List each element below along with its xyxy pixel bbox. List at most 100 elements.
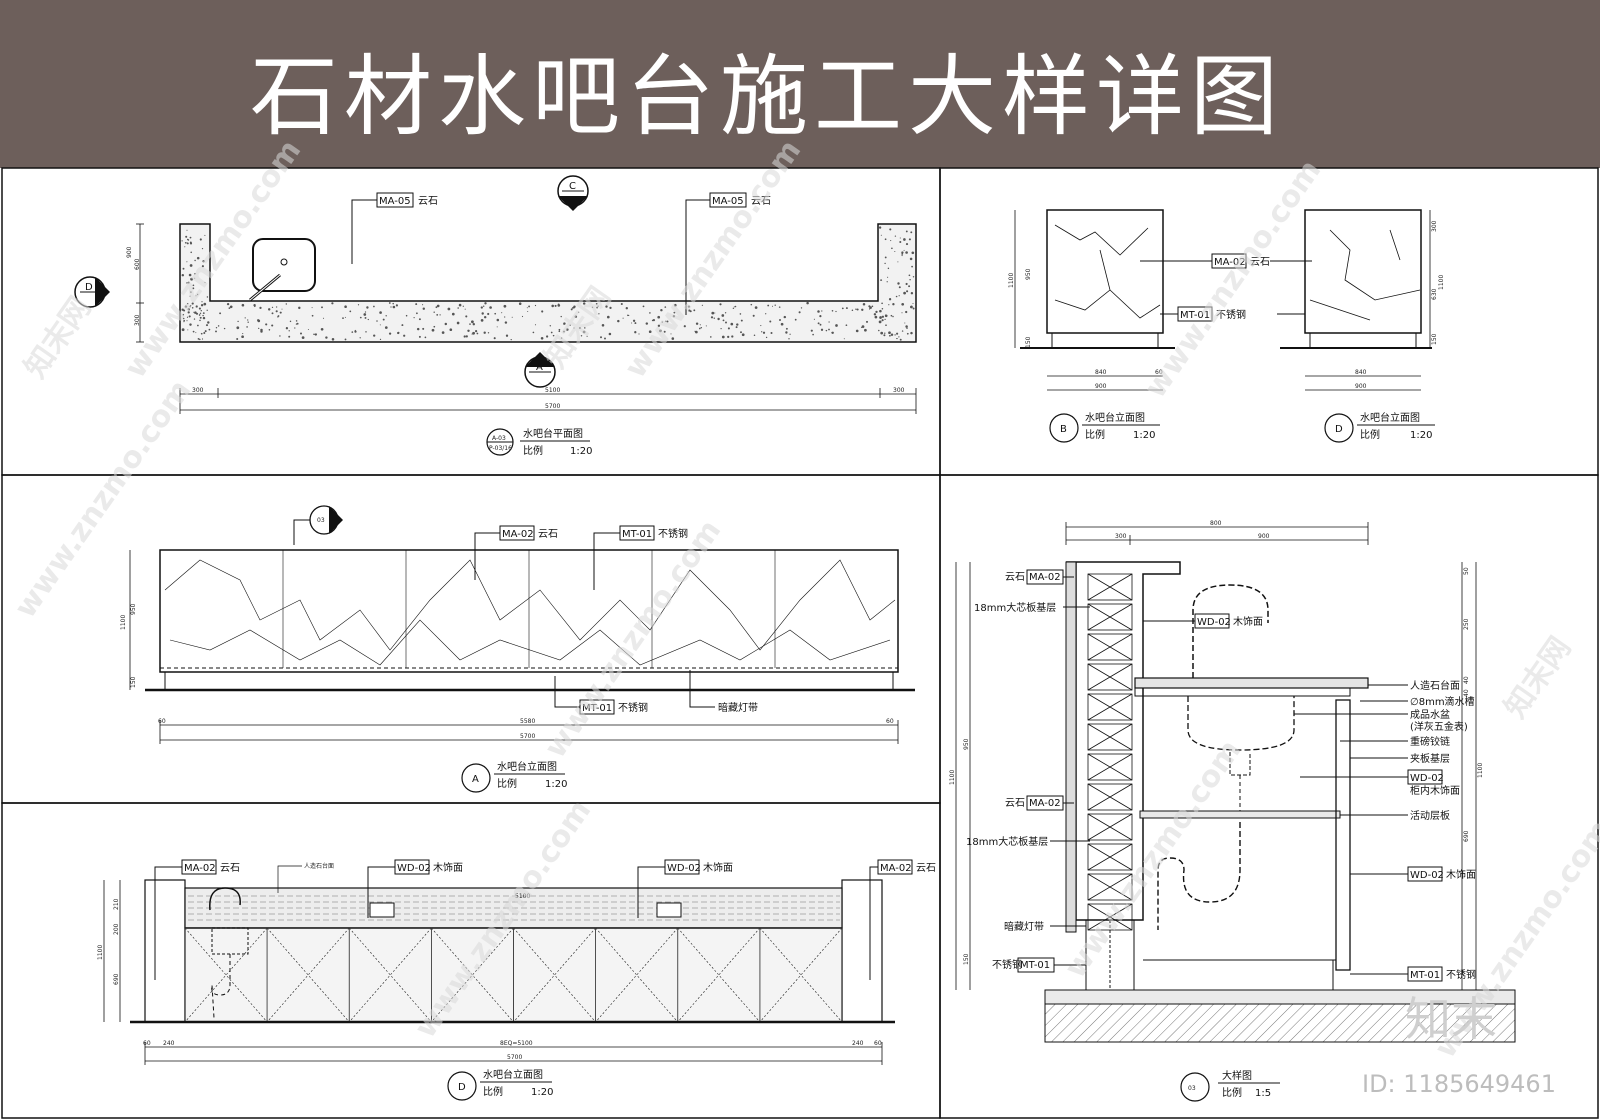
side-d-title: 水吧台立面图 [1360, 411, 1420, 424]
front-title-block: A 水吧台立面图 比例 1:20 [461, 760, 567, 793]
plan-dim-v1: 900 [126, 246, 133, 258]
side-b-dim-1: 840 [1095, 369, 1107, 376]
front-tag-2-code: MT-01 [622, 529, 652, 540]
front-tag-3-code: MT-01 [582, 703, 612, 714]
plan-tag-1-text: 云石 [418, 196, 438, 207]
panel-frames [1, 167, 1599, 1119]
side-tag-1-text: 云石 [1250, 257, 1270, 268]
detail-dim-r6: 690 [1463, 830, 1470, 842]
detail-right-9: 活动层板 [1410, 809, 1450, 822]
plan-marker-d-label: D [85, 282, 93, 293]
detail-right-labels: 人造石台面 ∅8mm滴水槽 成品水盆 (洋灰五金表) 重磅铰链 夹板基层 WD-… [1294, 679, 1476, 982]
detail-title: 大样图 [1222, 1069, 1252, 1082]
front-tag-1-text: 云石 [538, 529, 558, 540]
side-d-marker: D [1335, 424, 1343, 435]
detail-right-3: 成品水盆 [1410, 708, 1450, 721]
side-tag-1-code: MA-02 [1214, 257, 1246, 268]
back-dim-3: 8EQ=5100 [500, 1040, 533, 1047]
side-d-dim-v2: 1100 [1438, 275, 1445, 290]
plan-terrazzo-texture [181, 226, 915, 341]
plan-dimensions [136, 223, 917, 414]
back-marker: D [458, 1082, 466, 1093]
back-elevation: MA-02 云石 人造石台面 WD-02 木饰面 WD-02 木饰面 MA-02… [97, 859, 936, 1101]
detail-right-4: (洋灰五金表) [1410, 720, 1468, 733]
plan-tag-2-text: 云石 [751, 196, 771, 207]
detail-right-7: WD-02 [1410, 773, 1444, 784]
side-b-title-block: B 水吧台立面图 比例 1:20 [1049, 411, 1160, 443]
front-title: 水吧台立面图 [497, 760, 557, 773]
back-small-label: 人造石台面 [277, 862, 334, 893]
page-title: 石材水吧台施工大样详图 [250, 45, 1285, 148]
detail-right-1: 人造石台面 [1410, 679, 1460, 692]
plan-marker-c: C [557, 175, 589, 211]
back-small-label-text: 人造石台面 [304, 862, 334, 870]
plan-marker-a: A [524, 352, 556, 388]
watermark-id: ID: 1185649461 [1362, 1070, 1556, 1098]
side-d-scale: 1:20 [1410, 430, 1432, 441]
front-scale-label: 比例 [497, 777, 517, 790]
watermark-site-2: www.znzmo.com [618, 134, 808, 385]
front-tag-2: MT-01 不锈钢 [593, 525, 688, 590]
detail-dim-v3: 150 [963, 953, 970, 965]
detail-dim-r4: 40 [1463, 689, 1470, 697]
back-tag-1-code: MA-02 [184, 863, 216, 874]
detail-left-5: 暗藏灯带 [1004, 920, 1044, 933]
side-b-scale: 1:20 [1133, 430, 1155, 441]
back-dim-1: 60 [143, 1040, 151, 1047]
watermark-site-1: www.znzmo.com [118, 134, 308, 385]
side-d-scale-label: 比例 [1360, 428, 1380, 441]
detail-dim-r1: 50 [1463, 567, 1470, 575]
side-d-dim-total: 900 [1355, 383, 1367, 390]
watermark-cn-3: 知末网 [1498, 631, 1578, 725]
watermark-site-6: www.znzmo.com [1058, 734, 1248, 985]
front-led-label: 暗藏灯带 [689, 670, 758, 714]
detail-left-1-code: MA-02 [1029, 572, 1061, 583]
detail-right-2: ∅8mm滴水槽 [1410, 695, 1475, 708]
front-section-marker: 03 [293, 505, 343, 545]
detail-left-3-pre: 云石 [1005, 798, 1025, 809]
side-d-dim-v4: 150 [1431, 333, 1438, 345]
detail-dim-r3: 40 [1463, 676, 1470, 684]
back-dim-v3: 200 [113, 923, 120, 935]
plan-dim-mid: 5100 [545, 387, 560, 394]
side-b-dim-v2: 950 [1025, 268, 1032, 280]
watermark-brand: 知末 [1405, 992, 1497, 1046]
plan-scale-label: 比例 [523, 444, 543, 457]
back-tag-3: WD-02 木饰面 [637, 859, 733, 918]
side-d-dim-1: 840 [1355, 369, 1367, 376]
detail-right-11-code: MT-01 [1410, 970, 1440, 981]
detail-wall-blocks [1087, 573, 1133, 931]
plan-marker-d: D [74, 276, 110, 308]
front-tag-3: MT-01 不锈钢 [554, 676, 648, 715]
plan-dim-v2: 600 [134, 258, 141, 270]
back-tag-4-code: MA-02 [880, 863, 912, 874]
detail-scale: 1:5 [1255, 1088, 1271, 1099]
plan-dim-right: 300 [893, 387, 905, 394]
detail-right-6: 夹板基层 [1410, 752, 1450, 765]
front-dim-3: 60 [886, 718, 894, 725]
side-d-dim-v3: 630 [1431, 288, 1438, 300]
detail-inner-text: 木饰面 [1233, 615, 1263, 628]
detail-left-4: 18mm大芯板基层 [966, 835, 1048, 848]
plan-ref-top: A-03 [492, 435, 506, 442]
detail-right-11-text: 不锈钢 [1446, 968, 1476, 981]
front-dim-v2: 950 [130, 603, 137, 615]
front-led-text: 暗藏灯带 [718, 701, 758, 714]
plan-marker-c-label: C [569, 181, 576, 192]
plan-view: MA-05 云石 MA-05 云石 C D A [74, 175, 917, 457]
back-dim-v1: 1100 [97, 945, 104, 960]
side-tag-2-code: MT-01 [1180, 310, 1210, 321]
back-tag-3-text: 木饰面 [703, 861, 733, 874]
side-b-dim-v1: 1100 [1008, 273, 1015, 288]
detail-section: 300 900 800 1100 950 150 50 250 40 40 11… [949, 520, 1516, 1102]
detail-left-labels: 云石 MA-02 18mm大芯板基层 云石 MA-02 18mm大芯板基层 暗藏… [966, 569, 1090, 973]
side-b-marker: B [1060, 424, 1067, 435]
detail-title-block: 03 大样图 比例 1:5 [1180, 1069, 1280, 1102]
back-tag-2-code: WD-02 [397, 863, 431, 874]
back-dim-2: 240 [163, 1040, 175, 1047]
front-dim-total: 5700 [520, 733, 535, 740]
front-dim-v1: 1100 [120, 615, 127, 630]
plan-ref-bottom: P-03/16 [489, 445, 512, 452]
side-d-title-block: D 水吧台立面图 比例 1:20 [1324, 411, 1435, 443]
detail-dim-r2: 250 [1463, 618, 1470, 630]
